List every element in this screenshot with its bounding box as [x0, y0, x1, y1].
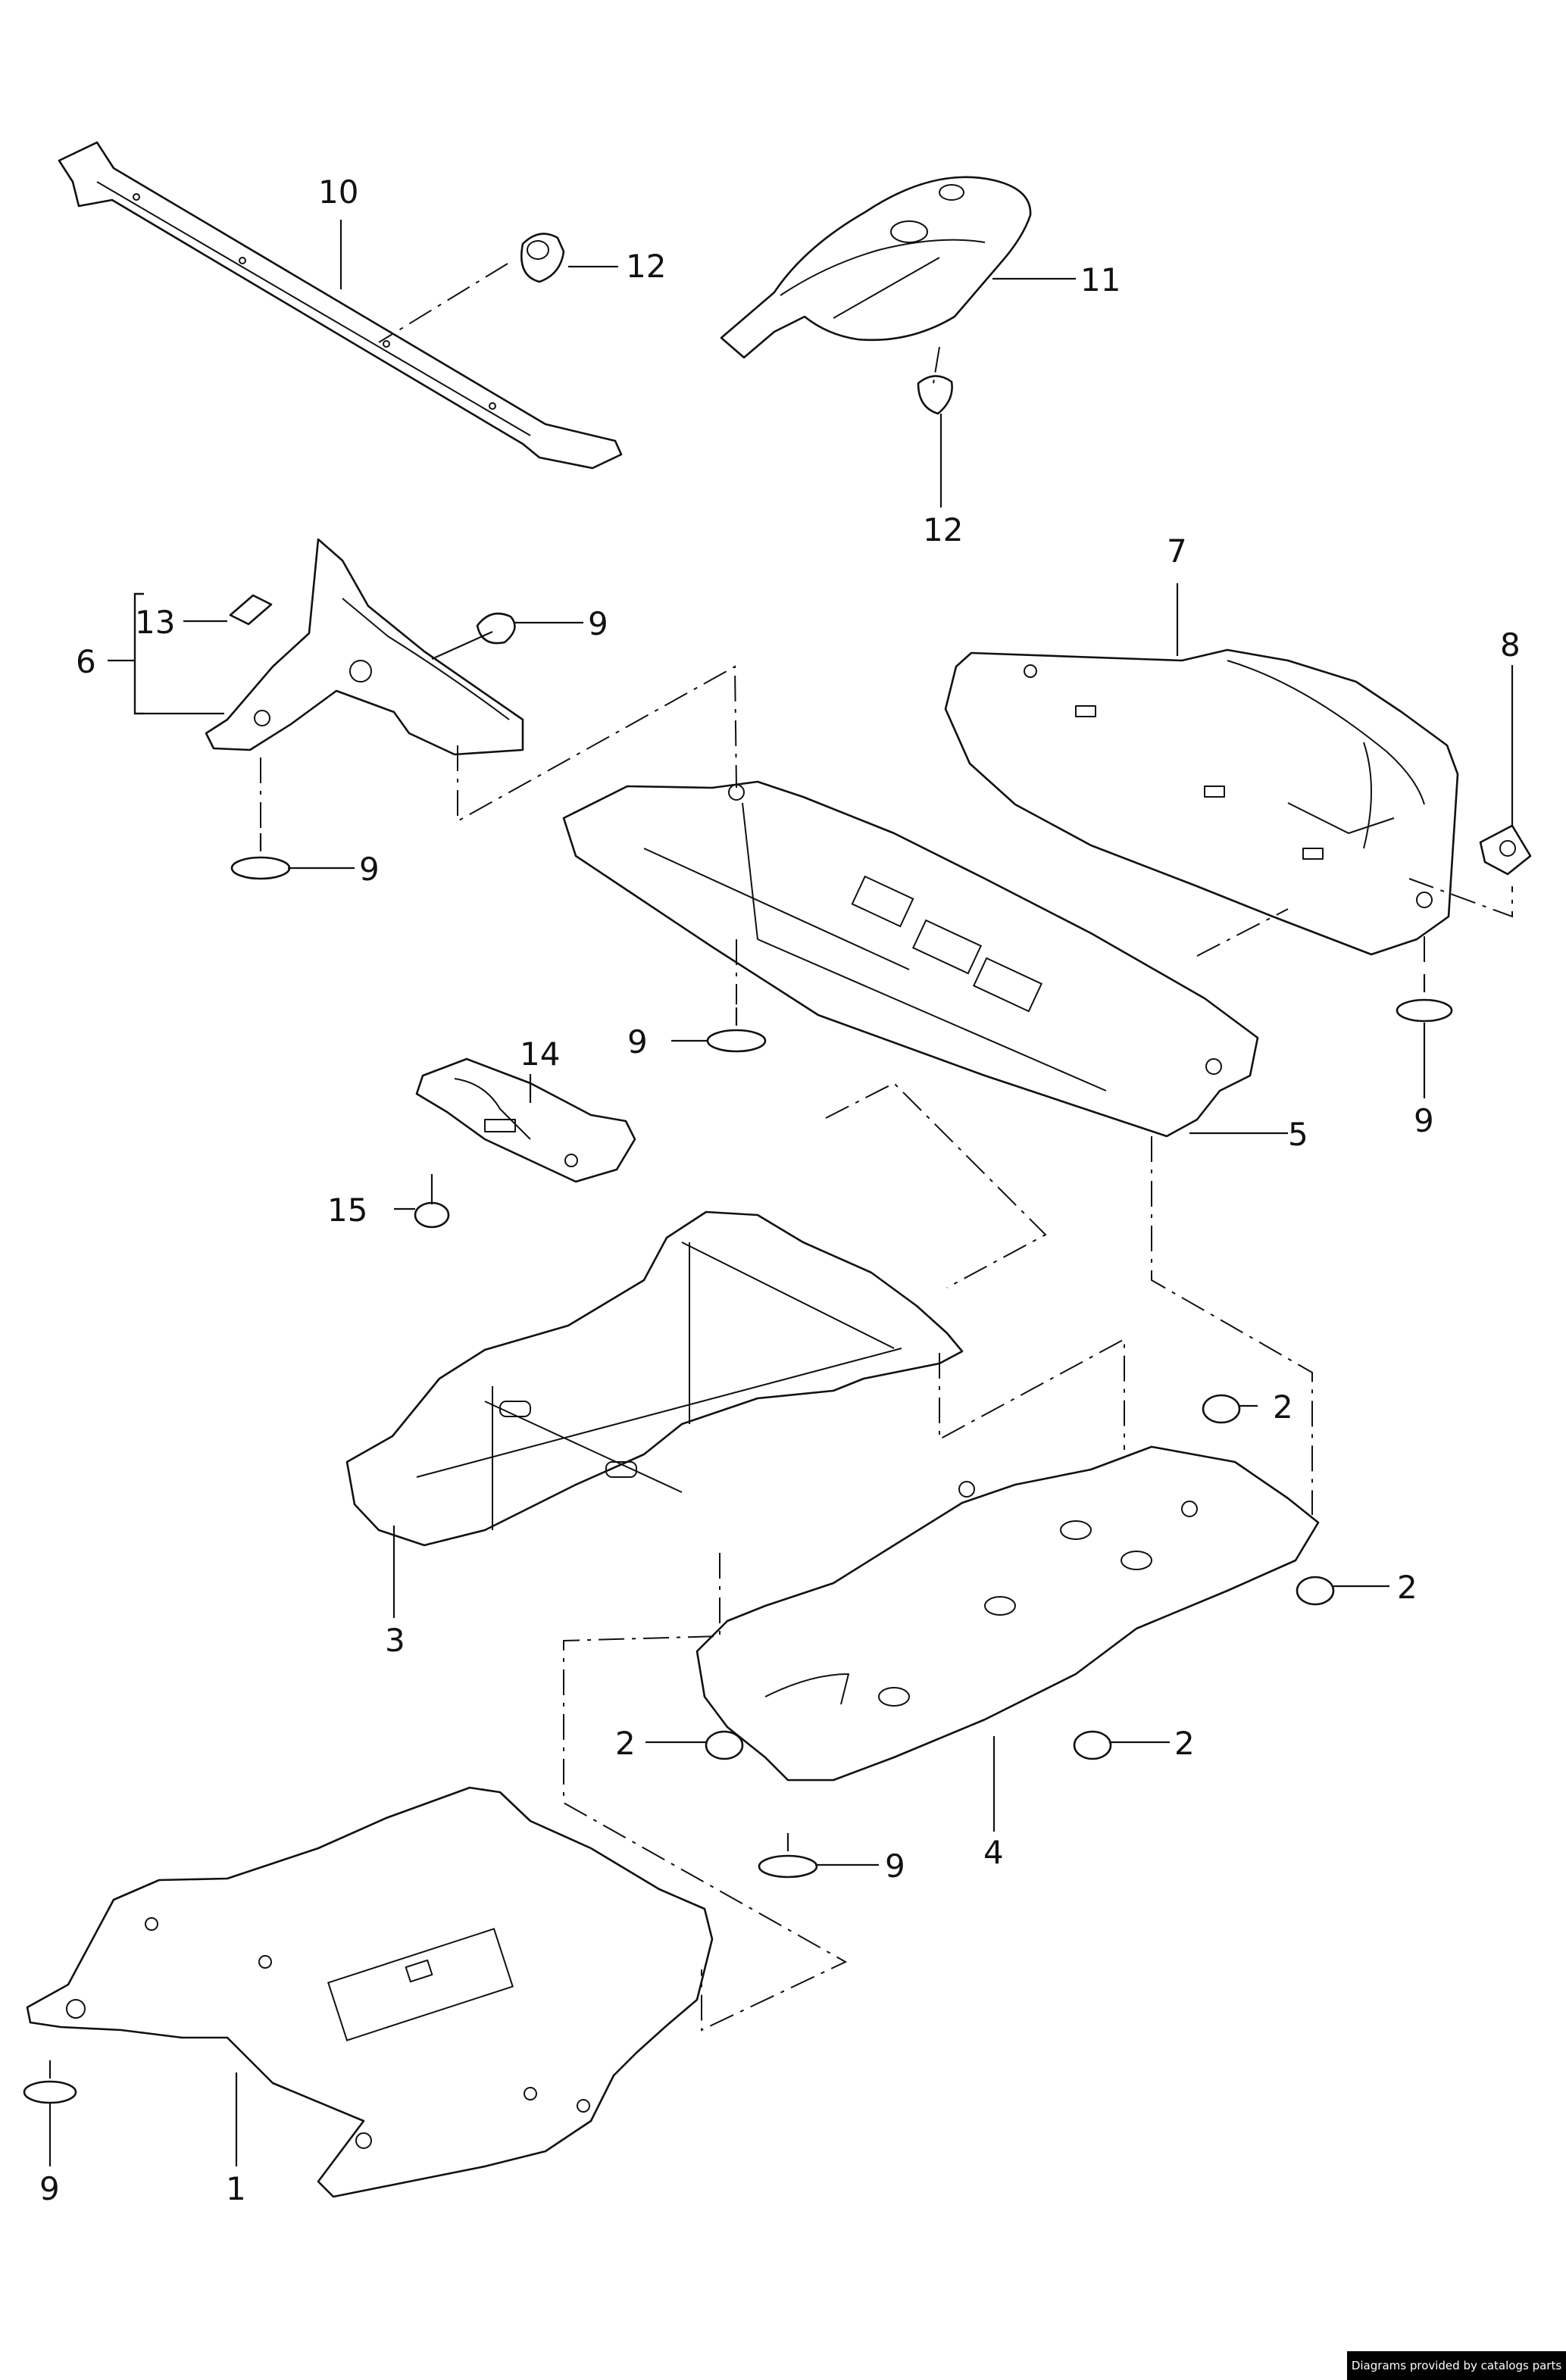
callout-12-top-left: 12 [626, 248, 666, 285]
callout-11: 11 [1080, 261, 1121, 298]
fastener-bolts [23, 833, 1453, 2104]
callout-9-part-6-bottom: 9 [359, 851, 380, 888]
callout-14: 14 [520, 1035, 560, 1073]
part-8-speed-nut [1479, 824, 1532, 876]
part-10-support-beam [58, 141, 623, 470]
part-14-small-bracket [415, 1057, 636, 1183]
callout-6: 6 [76, 643, 96, 680]
part-3-long-panel [345, 1210, 964, 1547]
group-bracket-6 [133, 592, 144, 715]
callout-5: 5 [1288, 1116, 1308, 1153]
callout-13: 13 [135, 604, 175, 641]
leader-lines [48, 220, 1514, 2166]
credit-badge: Diagrams provided by catalogs parts [1347, 2351, 1566, 2380]
callout-12-top-right: 12 [923, 511, 963, 548]
part-5-center-panel [562, 780, 1259, 1138]
callout-9-part-5: 9 [627, 1023, 648, 1060]
callout-2-bottom-right: 2 [1174, 1725, 1195, 1762]
callout-8: 8 [1500, 626, 1521, 664]
part-4-right-panel [695, 1445, 1320, 1782]
callout-2-right: 2 [1397, 1569, 1418, 1606]
assembly-guide-lines [260, 263, 1513, 2032]
callout-9-part-6-top: 9 [588, 605, 608, 642]
callout-9-part-7: 9 [1414, 1102, 1434, 1139]
callout-4: 4 [983, 1834, 1004, 1871]
callout-15: 15 [327, 1192, 367, 1229]
part-1-front-underbody-panel [26, 1786, 714, 2198]
part-7-side-panel [944, 648, 1459, 956]
callout-3: 3 [385, 1622, 405, 1659]
callout-2-bottom-left: 2 [615, 1725, 636, 1762]
callout-1: 1 [226, 2170, 246, 2207]
part-12-clip-nut [520, 233, 565, 283]
callout-9-part-4: 9 [885, 1847, 905, 1885]
part-6-side-bracket [205, 538, 524, 756]
part-11-curved-bracket [720, 176, 1032, 415]
callout-9-part-1: 9 [39, 2170, 60, 2207]
callout-10: 10 [318, 173, 358, 211]
callout-labels: 10 12 11 12 7 8 13 6 9 9 9 9 5 14 15 3 2… [39, 173, 1521, 2207]
callout-7: 7 [1167, 533, 1187, 570]
callout-2-top: 2 [1273, 1388, 1293, 1426]
